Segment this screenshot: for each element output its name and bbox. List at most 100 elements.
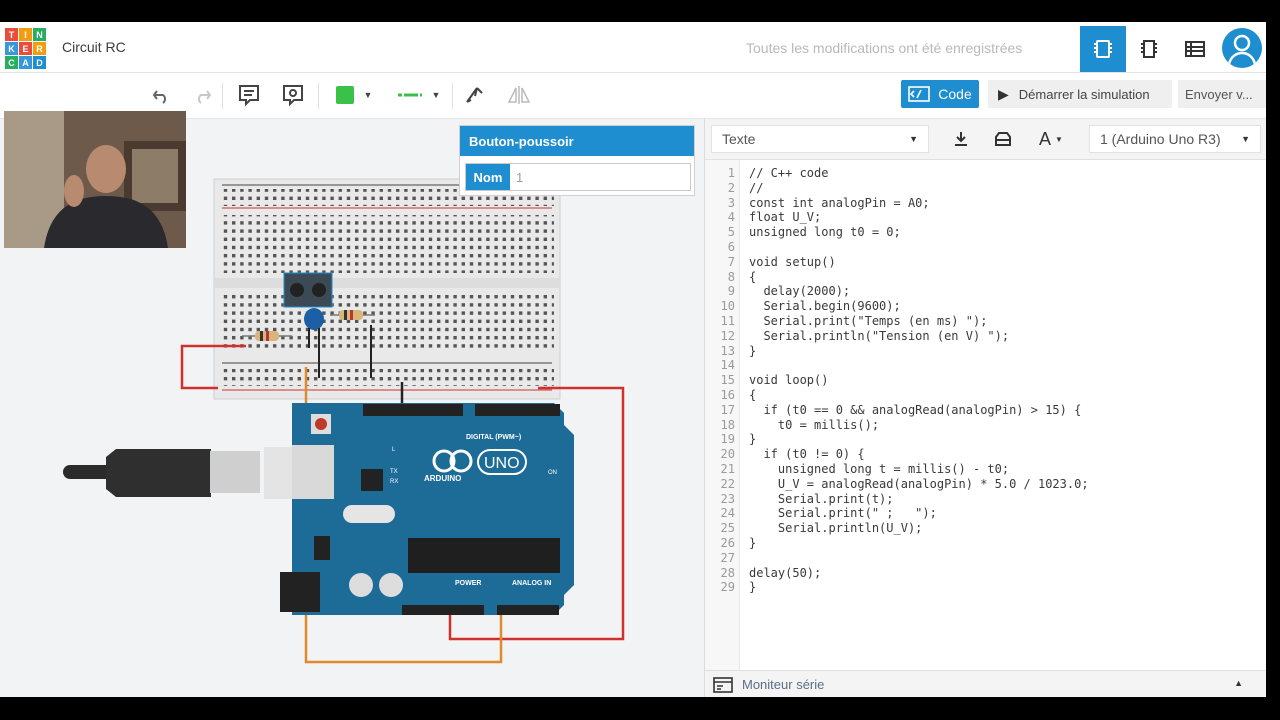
line-number: 22 [720,476,735,491]
wire-red-left[interactable] [180,344,246,390]
line-number: 16 [720,388,735,402]
code-line[interactable]: } [749,343,757,358]
caret-up-icon[interactable]: ▲ [1234,678,1243,688]
serial-monitor-bar[interactable]: Moniteur série ▲ [705,670,1266,697]
save-status: Toutes les modifications ont été enregis… [746,40,1023,56]
code-line[interactable]: Serial.println("Tension (en V) "); [749,328,1010,343]
serial-monitor-icon [713,677,733,693]
color-picker[interactable]: ▼ [330,81,378,109]
line-number: 13 [720,343,735,358]
toolbar: ▼ ▼ Code ▶ Démarrer la simulation Envoye… [0,73,1266,119]
flip-button[interactable] [505,81,533,109]
code-line[interactable]: } [749,432,757,447]
logo-letter: T [5,28,18,41]
library-button[interactable] [985,125,1021,153]
wire-red-5v[interactable] [448,386,625,641]
resistor-2[interactable] [330,310,375,320]
code-line[interactable]: t0 = millis(); [749,417,880,432]
code-button-label: Code [938,86,972,102]
capacitor[interactable] [304,308,324,378]
eye-note-icon [283,85,303,107]
start-simulation-button[interactable]: ▶ Démarrer la simulation [988,80,1172,108]
code-line[interactable]: Serial.print(t); [749,491,894,506]
code-line[interactable]: delay(2000); [749,284,851,299]
digital-label: DIGITAL (PWM~) [466,434,521,441]
rotate-button[interactable] [461,81,487,109]
code-line[interactable]: // [749,180,764,195]
code-line[interactable]: { [749,269,757,284]
line-number: 17 [720,402,735,417]
toolbar-divider [452,83,453,109]
line-number: 28 [720,565,735,580]
note-button[interactable] [235,81,263,109]
user-avatar[interactable] [1222,28,1262,68]
code-line[interactable]: Serial.print("Temps (en ms) "); [749,314,988,328]
send-to-label: Envoyer v... [1185,86,1253,102]
workplane-canvas[interactable]: ARDUINO UNO DIGITAL (PWM~) POWER ANALOG … [0,119,704,697]
line-number: 20 [720,447,735,462]
line-number: 27 [720,550,735,565]
code-mode-value: Texte [722,131,756,147]
line-number: 10 [720,299,735,314]
play-icon: ▶ [998,85,1009,102]
code-button[interactable]: Code [901,80,979,108]
line-number: 11 [720,314,735,328]
code-line[interactable]: unsigned long t0 = 0; [749,225,901,240]
logo-letter: K [5,42,18,55]
breadboard[interactable] [213,178,561,400]
code-line[interactable]: unsigned long t = millis() - t0; [749,462,1010,476]
code-line[interactable]: if (t0 == 0 && analogRead(analogPin) > 1… [749,402,1082,417]
code-line[interactable]: Serial.println(U_V); [749,521,923,536]
arduino-brand-label: ARDUINO [424,474,461,483]
download-code-button[interactable] [943,125,979,153]
code-line[interactable]: } [749,580,757,595]
code-line[interactable]: Serial.print(" ; "); [749,506,937,521]
send-to-button[interactable]: Envoyer v... [1178,80,1266,108]
line-number: 23 [720,491,735,506]
code-line[interactable]: const int analogPin = A0; [749,195,930,210]
line-number: 24 [720,506,735,521]
l-label: L [392,447,396,453]
line-number: 19 [720,432,735,447]
code-line[interactable]: delay(50); [749,565,822,580]
code-line[interactable]: Serial.begin(9600); [749,299,901,314]
line-number: 14 [720,358,735,373]
toolbar-divider [318,83,319,109]
code-line[interactable]: float U_V; [749,210,822,225]
component-list-icon [1185,41,1205,57]
line-number: 5 [727,225,735,240]
code-mode-select[interactable]: Texte ▼ [711,125,929,153]
component-list-button[interactable] [1172,26,1218,72]
board-select[interactable]: 1 (Arduino Uno R3) ▼ [1089,125,1261,153]
circuit-view-button[interactable] [1080,26,1126,72]
code-line[interactable]: } [749,536,757,550]
name-field[interactable]: 1 [510,164,690,190]
resistor-1[interactable] [242,331,292,341]
push-button[interactable] [283,272,333,308]
logo-letter: I [19,28,32,41]
toggle-notes-button[interactable] [279,81,307,109]
webcam-overlay [4,111,186,248]
code-line[interactable]: // C++ code [749,166,829,180]
font-size-button[interactable]: A ▼ [1029,125,1073,153]
note-icon [239,85,259,107]
redo-button[interactable] [192,81,214,109]
code-line[interactable]: if (t0 != 0) { [749,447,865,462]
webcam-image [4,111,186,248]
logo-letter: C [5,56,18,69]
project-title[interactable]: Circuit RC [62,39,126,55]
code-line[interactable]: void loop() [749,373,829,388]
wire-type-picker[interactable]: ▼ [394,81,444,109]
undo-button[interactable] [150,81,172,109]
code-line[interactable]: { [749,388,757,402]
arduino-board[interactable] [280,403,574,615]
schematic-view-button[interactable] [1126,26,1172,72]
circuit-view-icon [1094,40,1112,58]
code-line[interactable]: U_V = analogRead(analogPin) * 5.0 / 1023… [749,476,1089,491]
code-line[interactable]: void setup() [749,254,836,269]
